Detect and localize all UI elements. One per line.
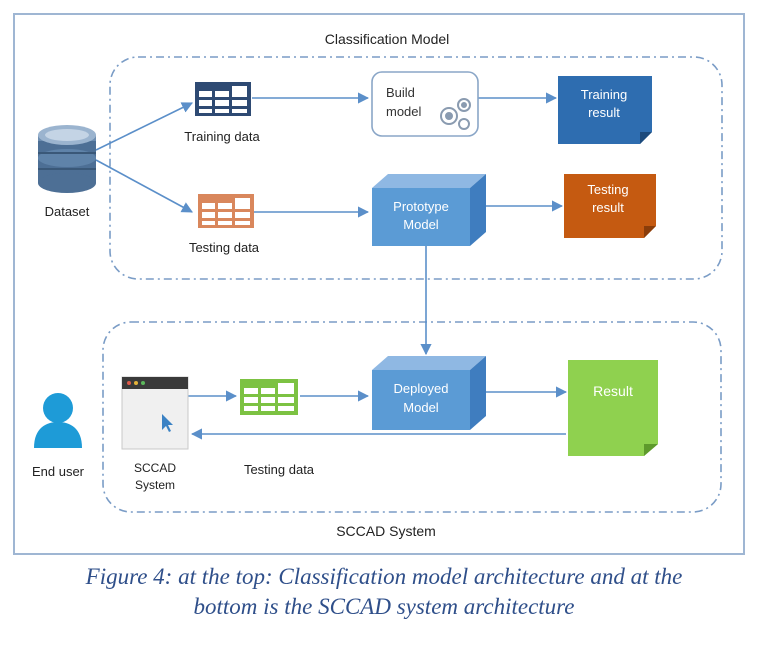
deployed-model-cube: Deployed Model <box>372 356 486 430</box>
arrow-dataset-to-testing <box>95 159 193 213</box>
application-window-icon <box>121 376 189 450</box>
section-title-bottom: SCCAD System <box>336 523 436 539</box>
deployed-line2: Model <box>403 400 439 415</box>
build-model-box: Build model <box>371 71 479 137</box>
prototype-line1: Prototype <box>393 199 449 214</box>
section-title-top: Classification Model <box>325 31 450 47</box>
testing-result-box: Testing result <box>564 174 656 238</box>
caption-line1: Figure 4: at the top: Classification mod… <box>85 564 683 589</box>
arrow-dataset-to-training <box>95 102 194 151</box>
classification-model-region <box>109 56 723 280</box>
connectors <box>95 92 568 440</box>
end-user-label: End user <box>32 464 85 479</box>
testing-data-bottom-table-icon <box>240 379 298 415</box>
testing-data-bottom-label: Testing data <box>244 462 315 477</box>
sccad-line1: SCCAD <box>134 461 176 475</box>
architecture-diagram: Classification Model SCCAD System Datase… <box>13 13 745 555</box>
testing-result-line1: Testing <box>587 182 628 197</box>
build-model-line2: model <box>386 104 422 119</box>
sccad-line2: System <box>135 478 175 492</box>
training-data-table-icon <box>195 82 251 116</box>
caption-line2: bottom is the SCCAD system architecture <box>193 594 575 619</box>
training-data-label: Training data <box>184 129 260 144</box>
result-label: Result <box>593 383 633 399</box>
deployed-line1: Deployed <box>394 381 449 396</box>
training-result-line2: result <box>588 105 620 120</box>
testing-data-table-icon <box>198 194 254 228</box>
user-icon <box>34 393 82 448</box>
result-box: Result <box>568 360 658 456</box>
testing-result-line2: result <box>592 200 624 215</box>
build-model-line1: Build <box>386 85 415 100</box>
testing-data-top-label: Testing data <box>189 240 260 255</box>
sccad-system-region <box>102 321 722 513</box>
database-icon <box>38 125 96 193</box>
prototype-line2: Model <box>403 217 439 232</box>
dataset-label: Dataset <box>45 204 90 219</box>
training-result-box: Training result <box>558 76 652 144</box>
prototype-model-cube: Prototype Model <box>372 174 486 246</box>
figure-caption: Figure 4: at the top: Classification mod… <box>0 562 768 622</box>
cursor-icon <box>162 414 173 432</box>
training-result-line1: Training <box>581 87 627 102</box>
gears-icon <box>440 98 471 130</box>
